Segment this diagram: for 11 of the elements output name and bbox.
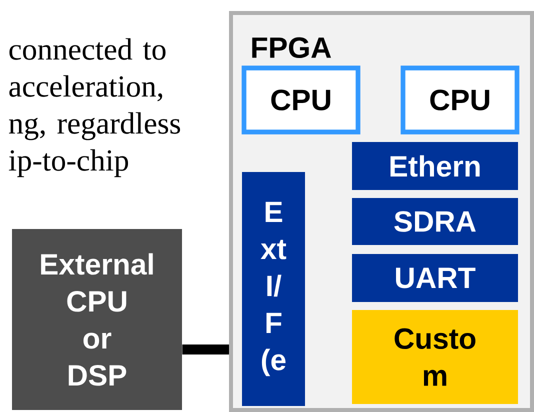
peripheral-block: SDRA: [352, 198, 518, 245]
body-text: connected to acceleration, ng, regardless ip-to-chip: [8, 38, 180, 178]
peripheral-block: UART: [352, 254, 518, 302]
peripheral-block: E xt I/ F (e: [242, 172, 305, 406]
chip-title: FPGA: [252, 37, 331, 58]
external-processor-box: External CPU or DSP: [12, 229, 182, 410]
cpu-box: CPU: [400, 66, 520, 134]
custom-block: Custo m: [352, 310, 518, 404]
cpu-box: CPU: [242, 66, 360, 134]
connector-line: [182, 344, 229, 354]
peripheral-block: Ethern: [352, 142, 518, 190]
